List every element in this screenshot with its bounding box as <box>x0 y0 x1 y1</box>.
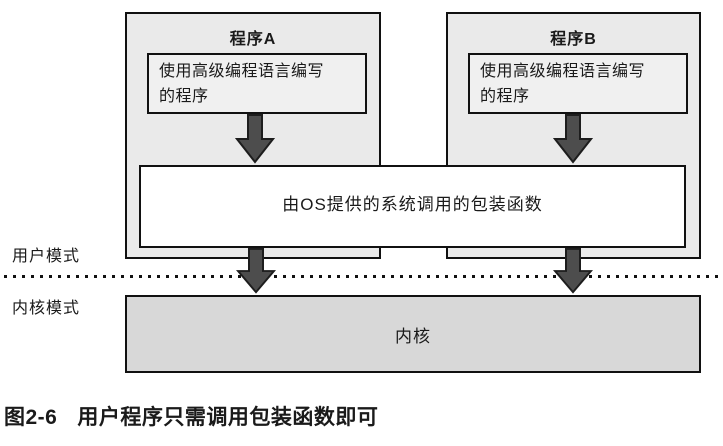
down-arrow-icon <box>553 114 593 164</box>
user-mode-label: 用户模式 <box>12 248 81 265</box>
program-b-title: 程序B <box>550 31 597 48</box>
figure-caption-text: 用户程序只需调用包装函数即可 <box>77 406 379 429</box>
program-b-source-line1: 使用高级编程语言编写 <box>480 63 646 80</box>
down-arrow-icon <box>553 248 593 294</box>
down-arrow-icon <box>235 114 275 164</box>
program-b-source-line2: 的程序 <box>480 88 530 105</box>
syscall-wrapper-box: 由OS提供的系统调用的包装函数 <box>139 165 686 248</box>
program-a-source-line1: 使用高级编程语言编写 <box>159 63 325 80</box>
kernel-mode-label: 内核模式 <box>12 300 81 317</box>
kernel-box: 内核 <box>125 295 701 373</box>
figure-number: 图2-6 <box>4 406 58 429</box>
program-b-source-box: 使用高级编程语言编写 的程序 <box>468 53 688 114</box>
mode-boundary-dotted-line <box>4 275 721 278</box>
program-a-source-box: 使用高级编程语言编写 的程序 <box>147 53 367 114</box>
program-a-source-line2: 的程序 <box>159 88 209 105</box>
kernel-label: 内核 <box>395 326 431 346</box>
program-a-title: 程序A <box>229 31 277 48</box>
down-arrow-icon <box>236 248 276 294</box>
figure-caption: 图2-6 用户程序只需调用包装函数即可 <box>4 401 378 431</box>
syscall-wrapper-label: 由OS提供的系统调用的包装函数 <box>282 195 543 214</box>
